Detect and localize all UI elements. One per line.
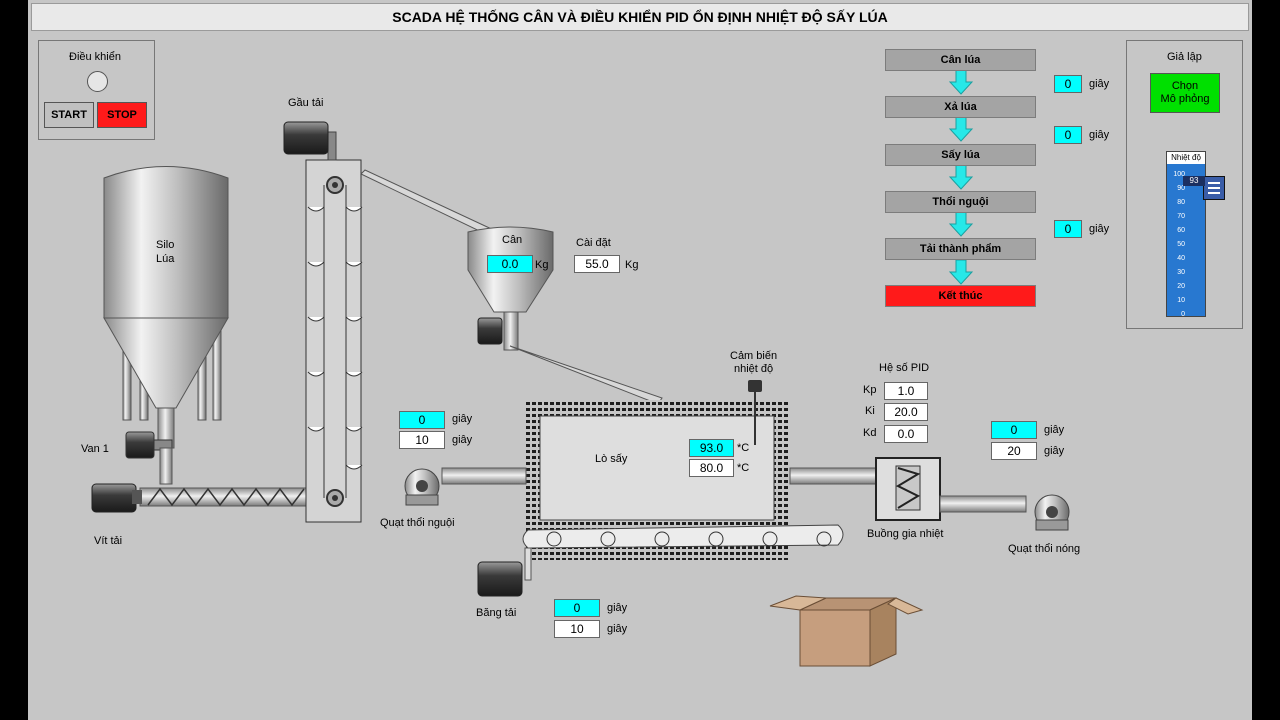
conveyor-belt-label: Băng tải [476, 607, 517, 619]
seq-timer-2: 0 [1054, 126, 1082, 144]
valve-1-label: Van 1 [81, 443, 109, 455]
seq-timer-3-unit: giây [1089, 223, 1110, 235]
conveyor-belt [477, 524, 844, 597]
seq-step-dry: Sấy lúa [885, 144, 1036, 166]
setpoint-label: Cài đặt [576, 237, 611, 249]
seq-step-end: Kết thúc [885, 285, 1036, 307]
kd-input[interactable]: 0.0 [884, 425, 928, 443]
slider-thumb[interactable] [1203, 175, 1225, 200]
seq-timer-3: 0 [1054, 220, 1082, 238]
start-button[interactable]: START [44, 102, 94, 128]
process-diagram [91, 69, 1070, 667]
slider-tick-label: 100 [1173, 171, 1185, 178]
valve-1 [125, 431, 173, 485]
heating-chamber [789, 457, 1070, 531]
weight-setpoint-input[interactable]: 55.0 [574, 255, 620, 273]
slider-tick-label: 0 [1181, 311, 1185, 318]
weigh-value: 0.0 [487, 255, 533, 273]
simulation-button-line1: Chọn [1171, 80, 1199, 92]
silo-label-line2: Lúa [156, 253, 175, 265]
temp-sensor-label-line1: Cảm biến [730, 350, 778, 362]
slider-title: Nhiệt độ [1167, 152, 1205, 164]
cooling-fan-current-time: 0 [399, 411, 445, 429]
dryer-label: Lò sấy [595, 453, 628, 465]
cooling-fan-unit-2: giây [452, 434, 473, 446]
sequence-arrows [948, 69, 974, 285]
seq-timer-1: 0 [1054, 75, 1082, 93]
heating-chamber-label: Buồng gia nhiệt [867, 528, 944, 540]
seq-timer-2-unit: giây [1089, 129, 1110, 141]
slider-tick-label: 30 [1177, 269, 1185, 276]
ki-input[interactable]: 20.0 [884, 403, 928, 421]
control-panel: Điều khiển START STOP [38, 40, 155, 140]
cooling-fan-unit-1: giây [452, 413, 473, 425]
slider-tick-label: 40 [1177, 255, 1185, 262]
conveyor-current-time: 0 [554, 599, 600, 617]
pid-title: Hệ số PID [879, 362, 930, 374]
slider-tick-label: 90 [1177, 185, 1185, 192]
weigh-label: Cân [502, 234, 523, 246]
kd-label: Kd [863, 427, 877, 439]
kp-label: Kp [863, 384, 877, 396]
simulation-label: Giả lập [1167, 51, 1202, 63]
cooling-fan [404, 467, 527, 506]
hot-fan-label: Quạt thổi nóng [1008, 543, 1081, 555]
slider-tick-label: 10 [1177, 297, 1185, 304]
seq-timer-1-unit: giây [1089, 78, 1110, 90]
slider-tick-label: 60 [1177, 227, 1185, 234]
conveyor-unit-2: giây [607, 623, 628, 635]
slider-value: 93 [1183, 175, 1205, 186]
temp-sensor-label-line2: nhiệt độ [734, 363, 774, 375]
temp-actual-value: 93.0 [689, 439, 734, 457]
hot-fan-current-time: 0 [991, 421, 1037, 439]
seq-step-weigh: Cân lúa [885, 49, 1036, 71]
slider-tick-label: 50 [1177, 241, 1185, 248]
seq-step-cool: Thổi nguội [885, 191, 1036, 213]
cooling-fan-label: Quạt thổi nguội [380, 517, 455, 529]
product-box [769, 595, 924, 667]
silo [103, 166, 229, 449]
kp-input[interactable]: 1.0 [884, 382, 928, 400]
hot-fan-unit-2: giây [1044, 445, 1065, 457]
hot-fan-set-time[interactable]: 20 [991, 442, 1037, 460]
simulation-button-line2: Mô phỏng [1160, 93, 1210, 105]
slider-tick-label: 70 [1177, 213, 1185, 220]
weigh-unit: Kg [535, 259, 549, 271]
cooling-fan-set-time[interactable]: 10 [399, 431, 445, 449]
seq-step-discharge: Xả lúa [885, 96, 1036, 118]
setpoint-unit: Kg [625, 259, 639, 271]
seq-step-unload: Tải thành phẩm [885, 238, 1036, 260]
ki-label: Ki [865, 405, 875, 417]
stop-button[interactable]: STOP [97, 102, 147, 128]
hot-fan-unit-1: giây [1044, 424, 1065, 436]
page-title: SCADA HỆ THỐNG CÂN VÀ ĐIỀU KHIỂN PID ỔN … [31, 3, 1249, 31]
status-lamp [87, 71, 108, 92]
temp-setpoint-input[interactable]: 80.0 [689, 459, 734, 477]
temp-setpoint-unit: *C [737, 462, 750, 474]
simulation-mode-button[interactable]: Chọn Mô phỏng [1150, 73, 1220, 113]
bucket-elevator [283, 121, 363, 523]
bucket-elevator-label: Gầu tải [288, 97, 324, 109]
conveyor-unit-1: giây [607, 602, 628, 614]
conveyor-set-time[interactable]: 10 [554, 620, 600, 638]
temp-actual-unit: *C [737, 442, 750, 454]
silo-label-line1: Silo [156, 239, 175, 251]
screw-conveyor [91, 483, 309, 513]
screw-conveyor-label: Vít tải [94, 535, 123, 547]
slider-tick-label: 20 [1177, 283, 1185, 290]
scada-screen: SCADA HỆ THỐNG CÂN VÀ ĐIỀU KHIỂN PID ỔN … [28, 0, 1252, 720]
control-label: Điều khiển [69, 51, 121, 63]
slider-tick-label: 80 [1177, 199, 1185, 206]
